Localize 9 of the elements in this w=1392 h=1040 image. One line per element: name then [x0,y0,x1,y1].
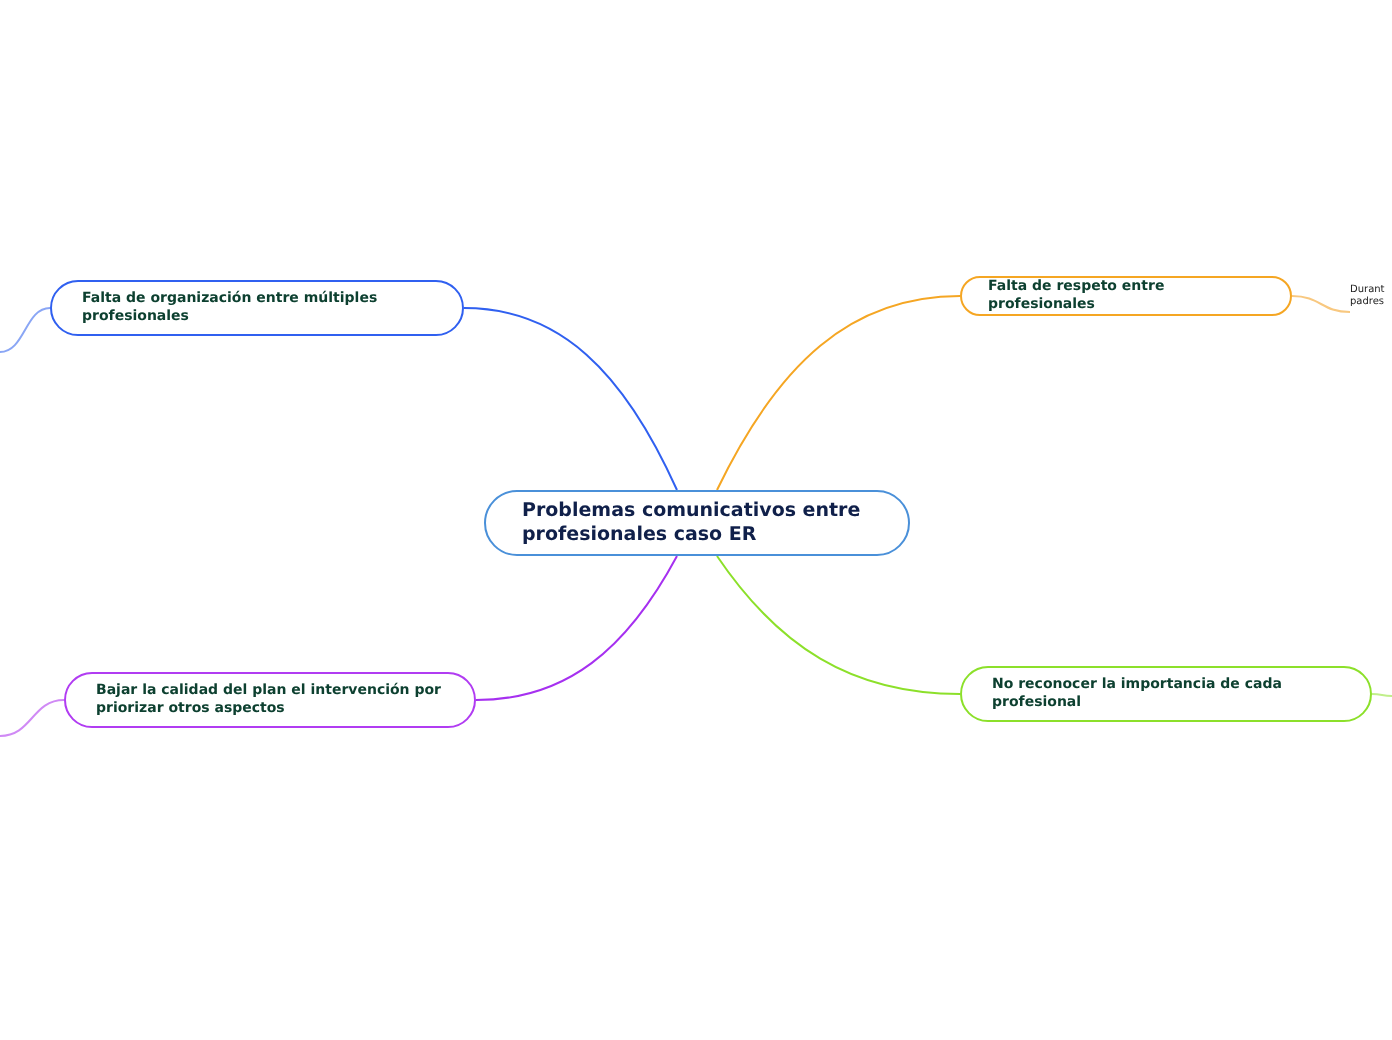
connector-line [1371,693,1392,697]
central-topic: Problemas comunicativos entre profesionales caso ER [484,490,910,556]
connector-line [0,699,65,737]
connector-line [716,555,961,695]
connector-line [1291,295,1351,313]
connector-line [0,307,51,353]
connector-line [463,307,678,491]
connector-line [716,295,961,491]
connector-line [475,555,678,701]
